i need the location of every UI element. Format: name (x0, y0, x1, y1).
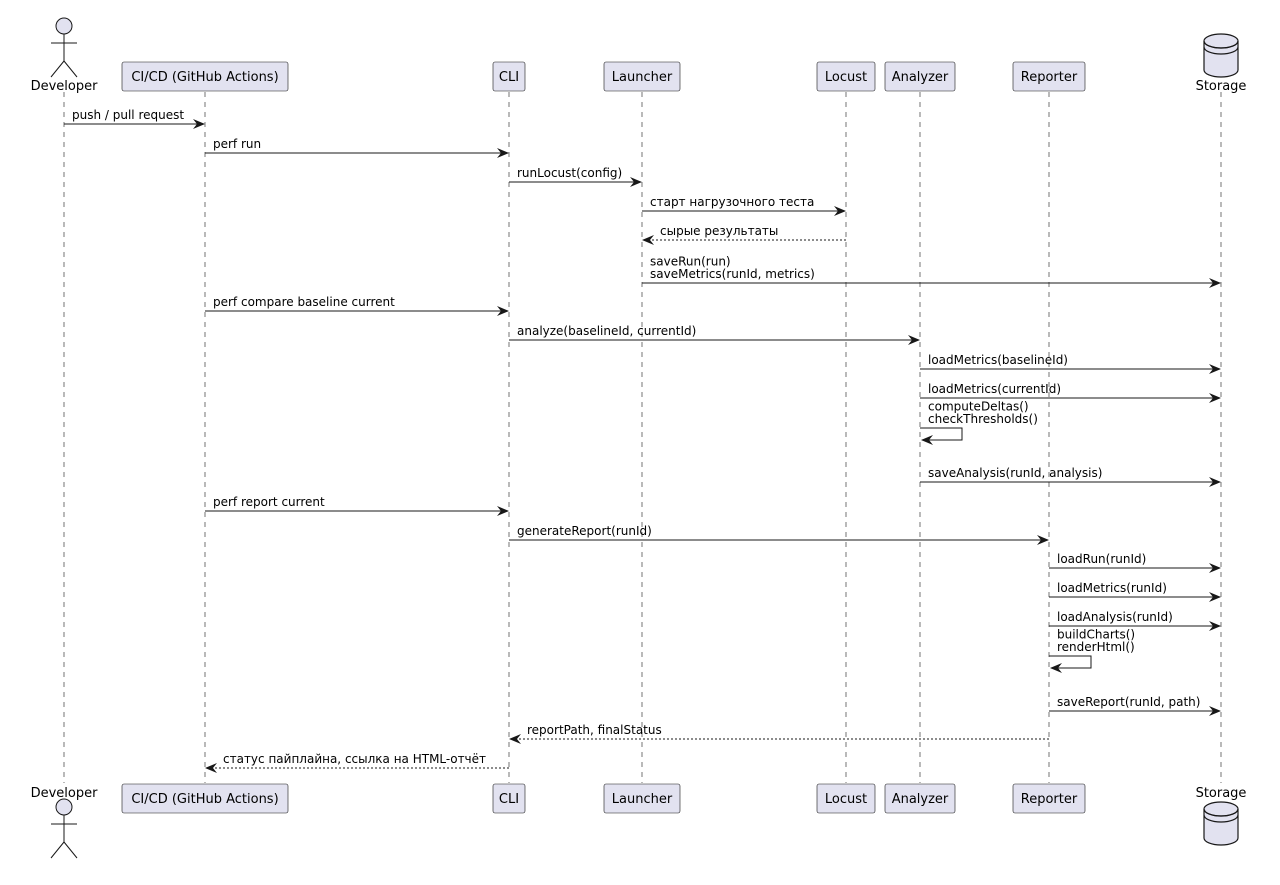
message-13: perf report current (205, 495, 509, 516)
participant-label-cli-top: CLI (499, 70, 519, 85)
message-label: loadMetrics(currentId) (928, 382, 1061, 396)
message-label: saveAnalysis(runId, analysis) (928, 466, 1102, 480)
participant-label-storage-bottom: Storage (1196, 786, 1247, 801)
message-6: saveRun(run)saveMetrics(runId, metrics) (642, 255, 1221, 288)
message-3: runLocust(config) (509, 166, 642, 187)
message-10: loadMetrics(currentId) (920, 382, 1221, 403)
message-label: perf run (213, 137, 261, 151)
participant-box-analyzer-bottom (884, 783, 956, 814)
message-label: generateReport(runId) (517, 524, 652, 538)
participant-box-reporter-bottom (1012, 783, 1086, 814)
participant-label-storage-top: Storage (1196, 79, 1247, 94)
participant-box-launcher-top (603, 61, 681, 92)
message-15: loadRun(runId) (1049, 552, 1221, 573)
message-18: buildCharts()renderHtml() (1049, 628, 1135, 673)
message-label: saveReport(runId, path) (1057, 695, 1200, 709)
message-label: loadRun(runId) (1057, 552, 1146, 566)
participant-label-locust-bottom: Locust (825, 792, 867, 807)
storage-database-icon-top (1203, 33, 1239, 78)
message-14: generateReport(runId) (509, 524, 1049, 545)
message-label: perf compare baseline current (213, 295, 395, 309)
participant-label-reporter-bottom: Reporter (1021, 792, 1078, 807)
message-label: loadAnalysis(runId) (1057, 610, 1173, 624)
message-17: loadAnalysis(runId) (1049, 610, 1221, 631)
message-16: loadMetrics(runId) (1049, 581, 1221, 602)
message-2: perf run (205, 137, 509, 158)
participant-label-developer-bottom: Developer (31, 786, 99, 801)
message-label: saveMetrics(runId, metrics) (650, 267, 815, 281)
message-arrow (1049, 655, 1092, 673)
developer-actor-icon-bottom (50, 798, 78, 859)
participant-box-cli-top (492, 61, 526, 92)
participant-box-launcher-bottom (603, 783, 681, 814)
participant-box-cicd-top (121, 61, 289, 92)
participant-box-reporter-top (1012, 61, 1086, 92)
participant-label-locust-top: Locust (825, 70, 867, 85)
storage-database-icon-bottom (1203, 801, 1239, 846)
participant-box-locust-bottom (816, 783, 876, 814)
participant-box-cli-bottom (492, 783, 526, 814)
message-5: сырые результаты (642, 224, 846, 245)
message-label: saveRun(run) (650, 255, 731, 269)
message-11: computeDeltas()checkThresholds() (920, 400, 1038, 445)
message-8: analyze(baselineId, currentId) (509, 324, 920, 345)
message-arrow (920, 427, 963, 445)
message-label: loadMetrics(runId) (1057, 581, 1167, 595)
message-label: renderHtml() (1057, 640, 1135, 654)
message-label: checkThresholds() (928, 412, 1038, 426)
message-9: loadMetrics(baselineId) (920, 353, 1221, 374)
message-7: perf compare baseline current (205, 295, 509, 316)
participant-box-cicd-bottom (121, 783, 289, 814)
lifelines (63, 92, 1222, 783)
message-21: статус пайплайна, ссылка на HTML-отчёт (205, 752, 509, 773)
message-label: reportPath, finalStatus (527, 723, 662, 737)
message-label: сырые результаты (660, 224, 778, 238)
message-19: saveReport(runId, path) (1049, 695, 1221, 716)
message-label: analyze(baselineId, currentId) (517, 324, 696, 338)
message-1: push / pull request (64, 108, 205, 129)
message-label: loadMetrics(baselineId) (928, 353, 1068, 367)
participant-box-locust-top (816, 61, 876, 92)
message-20: reportPath, finalStatus (509, 723, 1049, 744)
participant-label-cicd-bottom: CI/CD (GitHub Actions) (131, 792, 278, 807)
participant-label-cli-bottom: CLI (499, 792, 519, 807)
participant-label-reporter-top: Reporter (1021, 70, 1078, 85)
participant-label-analyzer-bottom: Analyzer (892, 792, 949, 807)
participants-top: Developer CI/CD (GitHub Actions) CLI Launch… (31, 17, 1247, 94)
developer-actor-icon-top (50, 17, 78, 78)
participant-box-analyzer-top (884, 61, 956, 92)
participant-label-launcher-bottom: Launcher (612, 792, 673, 807)
participant-label-analyzer-top: Analyzer (892, 70, 949, 85)
participant-label-developer-top: Developer (31, 79, 99, 94)
message-label: buildCharts() (1057, 628, 1135, 642)
participant-label-launcher-top: Launcher (612, 70, 673, 85)
message-label: runLocust(config) (517, 166, 622, 180)
message-label: computeDeltas() (928, 400, 1029, 414)
message-4: старт нагрузочного теста (642, 195, 846, 216)
participants-bottom: Developer CI/CD (GitHub Actions) CLI Launch… (31, 783, 1247, 859)
message-label: push / pull request (72, 108, 184, 122)
messages: push / pull request perf run runLocust(con… (64, 108, 1221, 773)
message-label: perf report current (213, 495, 325, 509)
participant-label-cicd-top: CI/CD (GitHub Actions) (131, 70, 278, 85)
message-12: saveAnalysis(runId, analysis) (920, 466, 1221, 487)
message-label: старт нагрузочного теста (650, 195, 814, 209)
message-label: статус пайплайна, ссылка на HTML-отчёт (223, 752, 486, 766)
